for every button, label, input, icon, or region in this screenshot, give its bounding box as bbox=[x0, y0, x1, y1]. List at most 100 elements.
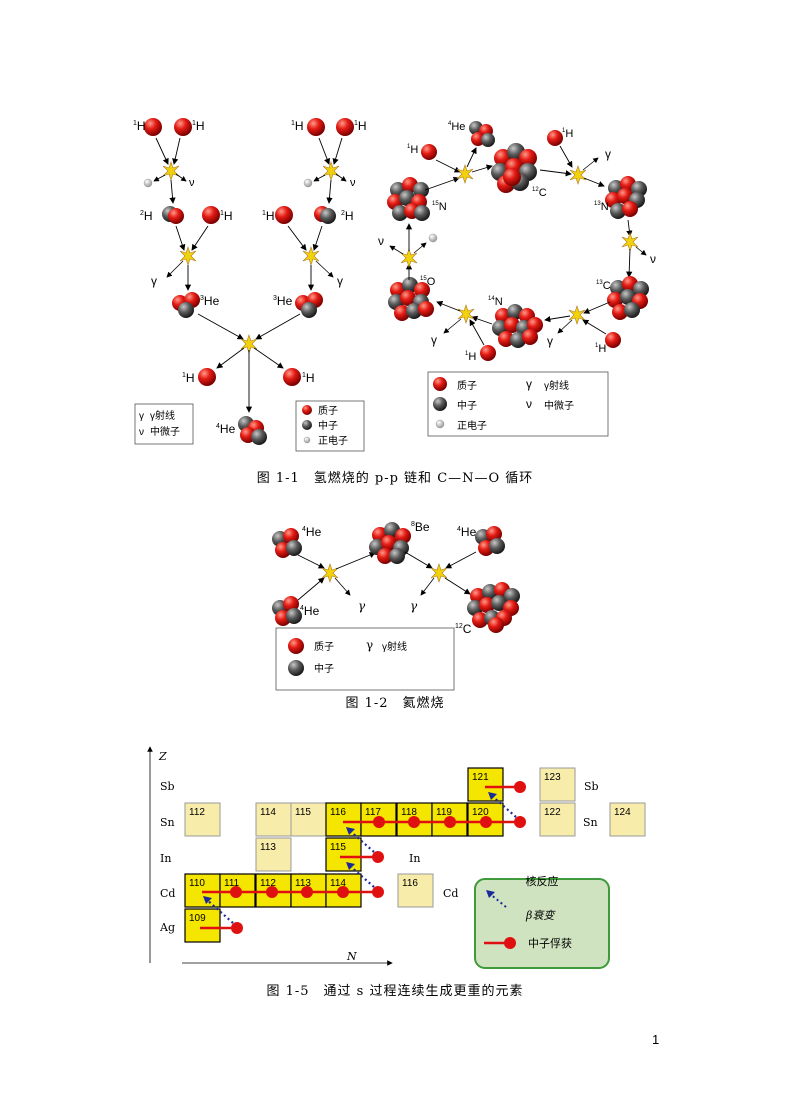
nitrogen14-icon bbox=[492, 304, 543, 348]
figure-1-1-caption: 图 1-1 氢燃烧的 p-p 链和 C—N—O 循环 bbox=[0, 467, 790, 486]
positron-icon bbox=[429, 234, 437, 242]
proton-icon bbox=[275, 206, 293, 224]
svg-text:γ: γ bbox=[337, 274, 343, 288]
figure-1-1: 1H 1H ν 2H 1H γ 3He 1H 1H bbox=[0, 0, 790, 470]
svg-text:116: 116 bbox=[402, 878, 418, 889]
svg-text:γ: γ bbox=[358, 599, 366, 613]
svg-text:115: 115 bbox=[330, 842, 346, 853]
svg-text:ν: ν bbox=[189, 177, 195, 189]
svg-text:113: 113 bbox=[260, 842, 276, 853]
svg-text:中子: 中子 bbox=[457, 399, 477, 412]
svg-text:14N: 14N bbox=[488, 296, 503, 308]
reaction-star-icon bbox=[323, 162, 339, 180]
svg-text:正电子: 正电子 bbox=[457, 419, 487, 432]
svg-text:8Be: 8Be bbox=[411, 520, 430, 534]
nitrogen13-icon bbox=[605, 176, 647, 219]
svg-text:1H: 1H bbox=[133, 119, 146, 133]
proton-icon bbox=[283, 368, 301, 386]
svg-text:1H: 1H bbox=[354, 119, 367, 133]
svg-text:γ: γ bbox=[605, 147, 611, 161]
positron-icon bbox=[304, 437, 310, 443]
pp-chain: 1H 1H ν 2H 1H γ 3He 1H 1H bbox=[133, 118, 367, 445]
svg-text:γ射线: γ射线 bbox=[544, 379, 569, 392]
svg-text:Sb: Sb bbox=[160, 780, 175, 793]
svg-text:122: 122 bbox=[544, 807, 561, 818]
svg-text:中微子: 中微子 bbox=[544, 399, 574, 412]
cno-cycle: 15N 1H 4He 12C 1H γ bbox=[378, 121, 656, 363]
legend-he-burning: 质子 中子 γ γ射线 bbox=[276, 628, 454, 690]
svg-text:1H: 1H bbox=[562, 128, 573, 140]
svg-text:Sn: Sn bbox=[160, 816, 175, 829]
nuclear-reaction-legend: 核反应 β衰变 中子俘获 bbox=[475, 874, 609, 968]
svg-text:4He: 4He bbox=[300, 604, 320, 618]
svg-text:Cd: Cd bbox=[443, 887, 458, 900]
svg-text:1H: 1H bbox=[595, 343, 606, 355]
svg-text:质子: 质子 bbox=[318, 405, 338, 417]
svg-text:115: 115 bbox=[295, 807, 311, 818]
svg-text:ν: ν bbox=[378, 234, 384, 248]
reaction-star-icon bbox=[457, 165, 473, 183]
nitrogen15-icon bbox=[387, 177, 430, 221]
neutron-icon bbox=[302, 420, 312, 430]
svg-text:Sn: Sn bbox=[583, 816, 598, 829]
neutron-icon bbox=[288, 660, 304, 676]
svg-text:114: 114 bbox=[260, 807, 276, 818]
svg-text:116: 116 bbox=[330, 807, 346, 818]
proton-icon bbox=[302, 405, 312, 415]
svg-text:4He: 4He bbox=[216, 422, 236, 436]
neutron-icon bbox=[433, 397, 447, 411]
helium3-icon bbox=[178, 302, 194, 318]
svg-text:1H: 1H bbox=[407, 144, 418, 156]
svg-text:β衰变: β衰变 bbox=[525, 909, 556, 922]
positron-icon bbox=[304, 179, 312, 187]
svg-text:中子俘获: 中子俘获 bbox=[528, 937, 572, 950]
proton-icon bbox=[433, 377, 447, 391]
helium4-icon bbox=[469, 121, 495, 147]
svg-text:ν: ν bbox=[650, 252, 656, 266]
svg-text:1H: 1H bbox=[220, 209, 233, 223]
helium4-icon bbox=[272, 596, 302, 626]
svg-text:ν: ν bbox=[350, 177, 356, 189]
svg-text:110: 110 bbox=[189, 878, 205, 889]
svg-text:15N: 15N bbox=[432, 201, 447, 213]
svg-text:γ: γ bbox=[151, 274, 157, 288]
svg-text:4He: 4He bbox=[302, 525, 322, 539]
proton-icon bbox=[144, 118, 162, 136]
svg-text:Ag: Ag bbox=[159, 921, 175, 934]
svg-text:正电子: 正电子 bbox=[318, 434, 348, 447]
svg-text:13C: 13C bbox=[596, 280, 611, 292]
deuteron-icon bbox=[320, 208, 336, 224]
svg-text:质子: 质子 bbox=[314, 641, 334, 653]
svg-text:ν: ν bbox=[139, 427, 144, 438]
proton-icon bbox=[547, 130, 563, 146]
reaction-star-icon bbox=[401, 249, 417, 267]
helium3-icon bbox=[301, 302, 317, 318]
positron-icon bbox=[436, 420, 444, 428]
svg-text:12C: 12C bbox=[455, 622, 472, 636]
svg-text:Z: Z bbox=[158, 750, 167, 763]
carbon12-icon bbox=[467, 582, 520, 633]
svg-text:Cd: Cd bbox=[160, 887, 175, 900]
reaction-star-icon bbox=[180, 247, 196, 265]
svg-text:质子: 质子 bbox=[457, 380, 477, 392]
legend-gamma-nu: γ γ射线 ν 中微子 bbox=[135, 404, 193, 444]
beryllium8-icon bbox=[369, 522, 411, 564]
svg-text:123: 123 bbox=[544, 772, 561, 783]
positron-icon bbox=[144, 179, 152, 187]
svg-text:1H: 1H bbox=[302, 371, 315, 385]
carbon12-icon bbox=[491, 143, 537, 193]
svg-text:γ: γ bbox=[431, 333, 437, 347]
svg-text:1H: 1H bbox=[465, 351, 476, 363]
svg-text:4He: 4He bbox=[457, 525, 477, 539]
svg-text:γ: γ bbox=[139, 411, 144, 422]
proton-icon bbox=[421, 144, 437, 160]
svg-text:In: In bbox=[409, 852, 420, 865]
figure-1-2-caption: 图 1-2 氦燃烧 bbox=[0, 692, 790, 711]
legend-particles: 质子 中子 正电子 bbox=[296, 401, 364, 451]
helium4-icon bbox=[475, 526, 505, 556]
proton-icon bbox=[288, 638, 304, 654]
reaction-star-icon bbox=[622, 233, 638, 251]
svg-text:3He: 3He bbox=[273, 294, 293, 308]
proton-icon bbox=[174, 118, 192, 136]
proton-icon bbox=[336, 118, 354, 136]
